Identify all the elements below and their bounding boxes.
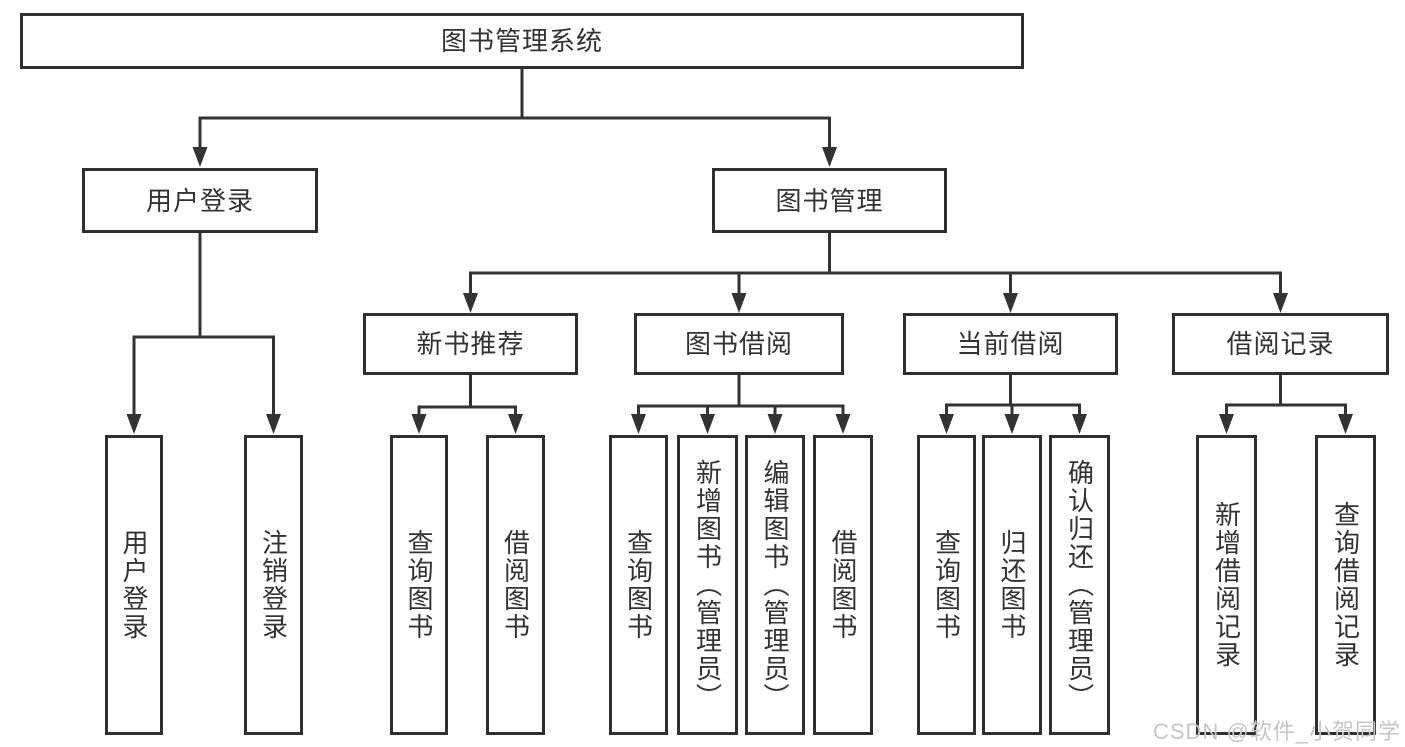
leaf-logout: 注销登录: [244, 435, 303, 735]
leaf-edit-book-admin: 编辑图书（管理员）: [745, 435, 805, 735]
arrow-down-icon: [1004, 414, 1020, 434]
connector-user-login-children: [126, 233, 281, 434]
leaf-query-books-borrow: 查询图书: [609, 435, 668, 735]
leaf-confirm-return-admin: 确认归还（管理员）: [1049, 435, 1110, 735]
arrow-down-icon: [192, 147, 208, 167]
node-new-book-recommend: 新书推荐: [363, 313, 578, 375]
arrow-down-icon: [411, 414, 427, 434]
leaf-add-book-admin: 新增图书（管理员）: [677, 435, 738, 735]
branch-user-login: 用户登录: [82, 168, 318, 233]
watermark: CSDN @软件_小贺同学: [1153, 719, 1402, 744]
node-root: 图书管理系统: [20, 13, 1024, 69]
leaf-borrow-books: 借阅图书: [813, 435, 873, 735]
arrow-down-icon: [700, 414, 715, 434]
arrow-down-icon: [266, 414, 281, 434]
node-borrow-records: 借阅记录: [1172, 313, 1389, 375]
arrow-down-icon: [835, 414, 851, 434]
arrow-down-icon: [1003, 293, 1018, 313]
arrow-down-icon: [463, 293, 478, 313]
connector-new-book-recommend-children: [411, 375, 523, 434]
arrow-down-icon: [1338, 414, 1353, 434]
arrow-down-icon: [126, 414, 142, 434]
leaf-add-borrow-record: 新增借阅记录: [1196, 435, 1257, 735]
arrow-down-icon: [939, 414, 954, 434]
arrow-down-icon: [1219, 414, 1234, 434]
branch-book-management: 图书管理: [712, 168, 947, 233]
leaf-query-borrow-record: 查询借阅记录: [1315, 435, 1376, 735]
leaf-query-books-recommend: 查询图书: [390, 435, 448, 735]
node-book-borrow: 图书借阅: [634, 313, 844, 375]
arrow-down-icon: [508, 414, 523, 434]
node-current-borrow: 当前借阅: [903, 313, 1118, 375]
arrow-down-icon: [1072, 414, 1087, 434]
leaf-return-book: 归还图书: [982, 435, 1042, 735]
connector-book-management-children: [463, 233, 1288, 313]
arrow-down-icon: [731, 293, 747, 313]
arrow-down-icon: [822, 147, 837, 167]
leaf-user-login: 用户登录: [105, 435, 163, 735]
arrow-down-icon: [1273, 293, 1288, 313]
leaf-borrow-books-recommend: 借阅图书: [486, 435, 545, 735]
arrow-down-icon: [767, 414, 783, 434]
arrow-down-icon: [631, 414, 646, 434]
connector-root-to-level2: [192, 69, 837, 167]
connector-current-borrow-children: [939, 375, 1087, 434]
connector-borrow-records-children: [1219, 375, 1353, 434]
leaf-query-books-current: 查询图书: [917, 435, 976, 735]
connector-book-borrow-children: [631, 375, 851, 434]
